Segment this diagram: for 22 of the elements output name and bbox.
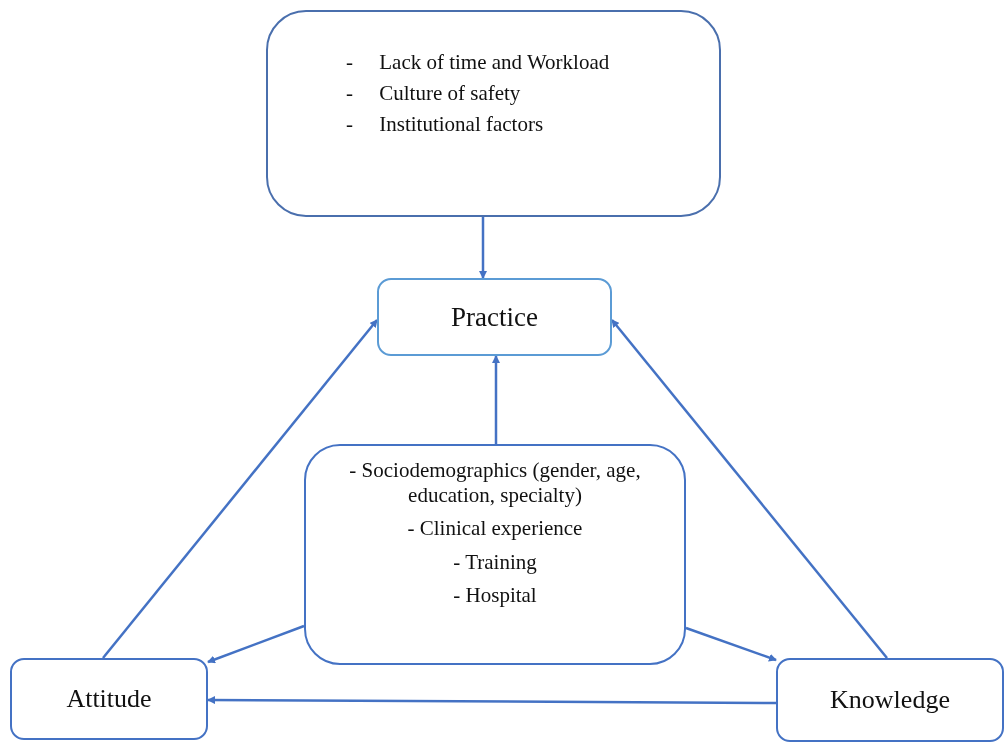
node-text: Attitude <box>66 683 152 715</box>
arrow <box>685 626 777 662</box>
node-text: - Culture of safety <box>346 81 521 107</box>
arrow <box>492 355 500 444</box>
arrow <box>207 624 305 664</box>
arrow <box>479 217 487 279</box>
concept-box <box>776 658 1004 742</box>
node-text: - Hospital <box>453 582 537 608</box>
node-text: Knowledge <box>830 684 950 716</box>
node-text: - Training <box>453 549 537 575</box>
factor-box <box>304 444 686 665</box>
node-text: - Sociodemographics (gender, age, education, specialty) <box>348 458 642 509</box>
factor-box <box>266 10 721 217</box>
node-text: - Clinical experience <box>407 516 583 542</box>
arrow <box>207 696 776 705</box>
outcome-box <box>377 278 612 356</box>
concept-box <box>10 658 208 740</box>
node-text: - Institutional factors <box>346 112 544 138</box>
arrow <box>102 319 378 659</box>
node-text: - Lack of time and Workload <box>346 50 610 76</box>
node-text: Practice <box>451 300 538 334</box>
arrow <box>611 319 888 659</box>
